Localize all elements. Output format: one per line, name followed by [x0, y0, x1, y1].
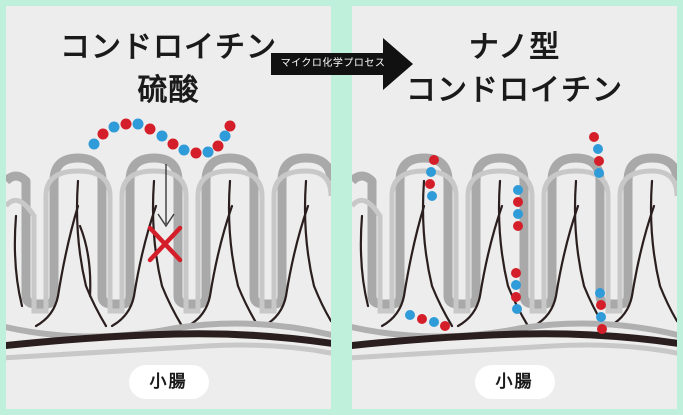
villi-inner-outlines [352, 168, 677, 314]
nano-molecule-group-1 [425, 155, 439, 201]
nano-molecule-group-6 [405, 310, 450, 331]
process-arrow-label: マイクロ化学プロセス [280, 58, 386, 69]
small-intestine-villi-illustration [6, 118, 331, 361]
left-title-line2: 硫酸 [137, 73, 200, 108]
right-title-line2: コンドロイチン [406, 73, 623, 108]
intestine-base-vessels [352, 320, 677, 361]
nano-molecule-group-4 [511, 268, 522, 314]
right-small-intestine-label: 小腸 [474, 365, 555, 399]
nano-molecule-group-3 [589, 132, 604, 178]
right-title-line1: ナノ型 [468, 30, 561, 65]
right-panel-nano-chondroitin: ナノ型 コンドロイチン 小腸 [352, 6, 677, 409]
chondroitin-sulfate-molecule-chain [88, 118, 236, 159]
nano-chondroitin-molecules [405, 132, 607, 334]
process-arrow-icon [271, 38, 413, 90]
nano-molecule-group-5 [595, 288, 607, 334]
left-title-line1: コンドロイチン [60, 30, 277, 65]
blocked-x-icon [147, 225, 183, 263]
intestine-base-vessels [6, 320, 331, 361]
down-arrow-icon [157, 164, 175, 228]
small-intestine-villi-illustration [352, 132, 677, 361]
villi-vessels [13, 179, 331, 328]
villi-inner-outlines [6, 168, 331, 314]
left-small-intestine-label: 小腸 [128, 365, 209, 399]
nano-molecule-group-2 [513, 185, 523, 231]
